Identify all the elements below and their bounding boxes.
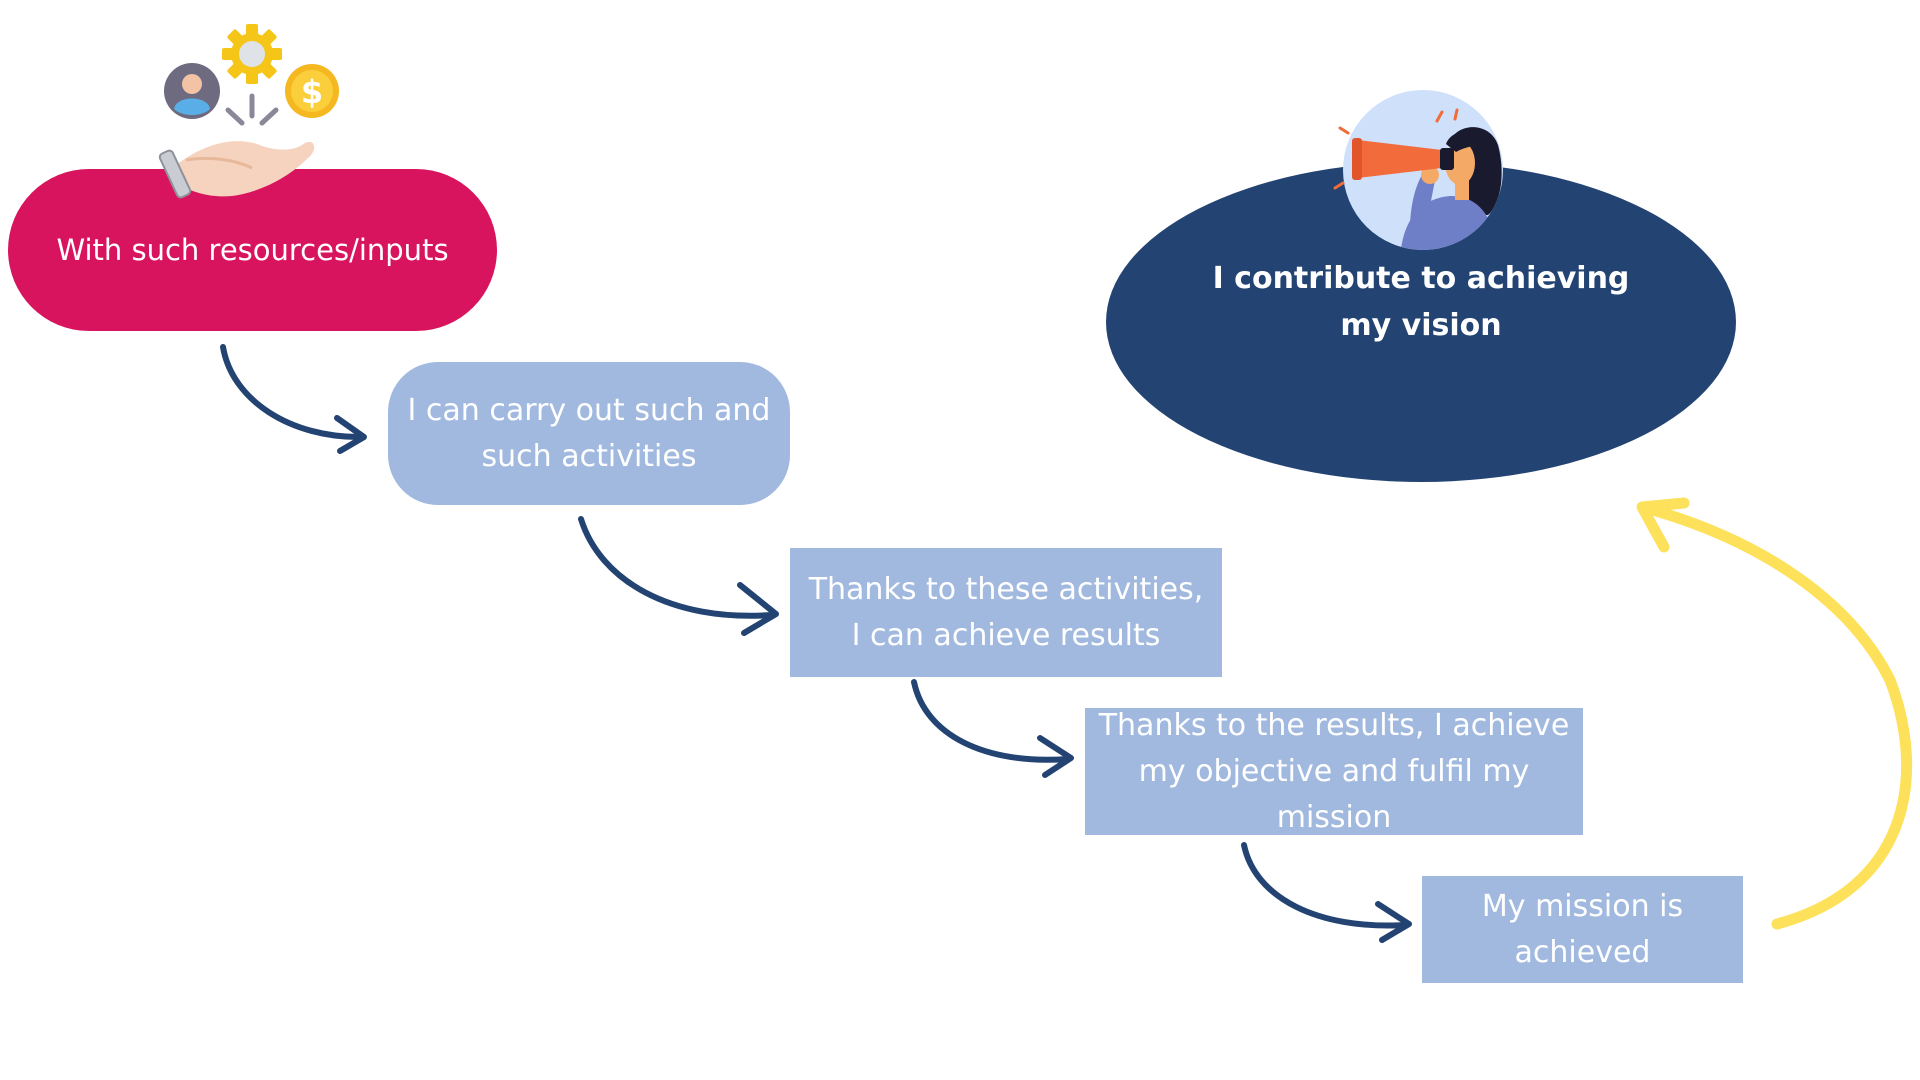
feedback-arrow-mission-to-vision bbox=[1640, 502, 1913, 930]
arrow-objective-to-mission bbox=[1241, 842, 1408, 929]
node-inputs: With such resources/inputs bbox=[8, 169, 497, 331]
node-mission-label: My mission is achieved bbox=[1481, 888, 1684, 970]
node-results-label: Thanks to these activities, I can achiev… bbox=[808, 571, 1204, 653]
arrowhead-activities-to-results bbox=[737, 582, 779, 636]
arrowhead-results-to-objective bbox=[1037, 735, 1074, 778]
arrow-activities-to-results bbox=[578, 516, 775, 619]
arrowhead-objective-to-mission bbox=[1375, 901, 1412, 943]
feedback-arrowhead bbox=[1636, 497, 1690, 553]
node-objective-label: Thanks to the results, I achieve my obje… bbox=[1098, 707, 1570, 835]
node-results: Thanks to these activities, I can achiev… bbox=[790, 548, 1222, 677]
node-vision-label: I contribute to achieving my vision bbox=[1212, 261, 1630, 343]
node-mission: My mission is achieved bbox=[1422, 876, 1743, 983]
node-activities: I can carry out such and such activities bbox=[388, 362, 790, 505]
node-objective: Thanks to the results, I achieve my obje… bbox=[1085, 708, 1583, 835]
node-activities-label: I can carry out such and such activities bbox=[407, 392, 771, 474]
arrow-results-to-objective bbox=[911, 679, 1071, 763]
node-inputs-label: With such resources/inputs bbox=[56, 233, 449, 267]
svg-text:$: $ bbox=[301, 73, 323, 111]
arrowhead-inputs-to-activities bbox=[334, 415, 367, 454]
arrow-inputs-to-activities bbox=[220, 344, 365, 441]
